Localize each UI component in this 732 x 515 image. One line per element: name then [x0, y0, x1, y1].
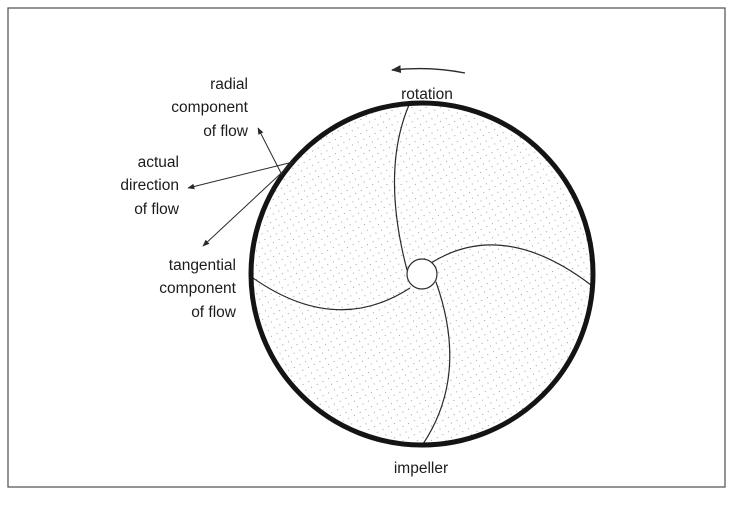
vane: [422, 281, 451, 445]
radial-label-line-2: component: [171, 99, 248, 116]
tangential-label-line-3: of flow: [191, 304, 237, 321]
tangential-component-label: tangential component of flow: [159, 257, 236, 321]
radial-component-label: radial component of flow: [171, 76, 248, 140]
actual-label-line-3: of flow: [134, 201, 180, 218]
impeller: [248, 100, 596, 448]
flow-vectors: [187, 127, 294, 247]
vane: [393, 104, 410, 271]
vane: [430, 244, 592, 286]
rotation-label: rotation: [401, 86, 453, 103]
tangential-label-line-2: component: [159, 280, 236, 297]
actual-label-line-1: actual: [138, 154, 179, 171]
actual-direction-label: actual direction of flow: [120, 154, 179, 218]
actual-direction-arrow: [187, 161, 294, 190]
radial-label-line-3: of flow: [203, 123, 249, 140]
diagram-frame: [7, 7, 726, 488]
actual-label-line-2: direction: [120, 177, 179, 194]
impeller-casing: [248, 100, 596, 448]
vane: [252, 277, 411, 311]
impeller-label: impeller: [394, 460, 448, 477]
tangential-label-line-1: tangential: [169, 257, 236, 274]
radial-component-arrow: [257, 127, 283, 176]
radial-label-line-1: radial: [210, 76, 248, 93]
impeller-hub: [406, 258, 438, 290]
rotation-arrow: [391, 65, 466, 74]
tangential-component-arrow: [202, 163, 292, 247]
